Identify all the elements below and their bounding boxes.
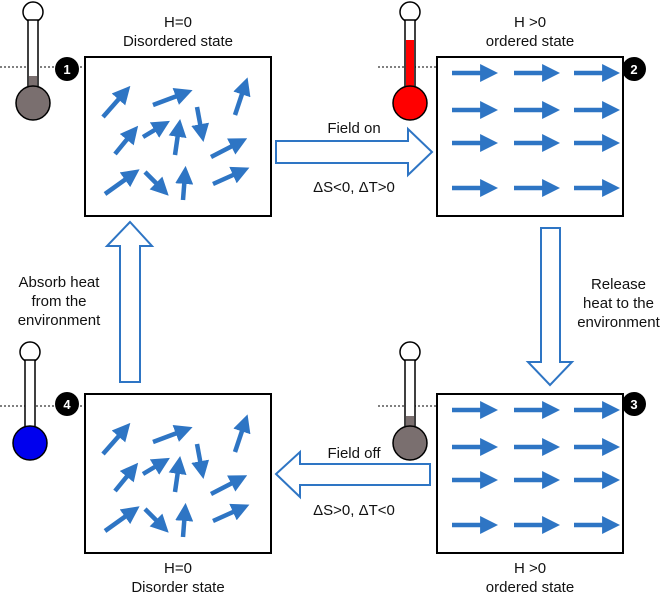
spin-arrows-state-2 — [452, 64, 621, 197]
spin-arrow — [191, 106, 210, 142]
spin-arrow — [143, 170, 169, 196]
spin-arrow — [152, 425, 193, 445]
field-condition: H >0 — [513, 14, 547, 31]
spin-arrow — [191, 443, 210, 479]
spin-arrow — [212, 166, 250, 187]
thermometer-icon — [15, 1, 51, 121]
spin-arrows-state-4 — [101, 414, 251, 538]
state-number: 3 — [630, 397, 637, 412]
field-on-label: Field on — [294, 119, 414, 138]
label-line: environment — [577, 314, 660, 331]
field-condition: H=0 — [164, 560, 192, 577]
spin-arrows-state-3 — [452, 401, 621, 534]
state-description: Disorder state — [131, 579, 225, 596]
label-line: from the — [31, 293, 87, 310]
label-line: environment — [17, 312, 101, 329]
state-number: 4 — [63, 397, 71, 412]
state-number: 2 — [630, 62, 637, 77]
spin-arrow — [141, 120, 170, 139]
spin-arrow — [175, 502, 194, 538]
state-badge-2: 2 — [622, 57, 646, 81]
field-on-arrow — [275, 126, 434, 178]
spin-arrow — [209, 138, 248, 159]
label-line: Release — [590, 276, 647, 293]
spin-arrow — [113, 125, 139, 156]
transition-name: Field on — [327, 120, 381, 137]
state-4-title: H=0 Disorder state — [113, 559, 243, 597]
release-heat-arrow — [525, 227, 575, 387]
spin-arrow — [175, 165, 194, 201]
state-3-title: H >0 ordered state — [465, 559, 595, 597]
state-badge-4: 4 — [55, 392, 79, 416]
thermometer-icon — [12, 341, 48, 461]
absorb-heat-arrow — [104, 220, 155, 383]
state-description: ordered state — [485, 33, 575, 50]
state-description: Disordered state — [122, 33, 234, 50]
spin-arrow — [232, 414, 251, 453]
state-badge-3: 3 — [622, 392, 646, 416]
thermometer-icon — [392, 341, 428, 461]
field-off-arrow — [274, 449, 431, 500]
absorb-heat-label: Absorb heat from the environment — [0, 273, 118, 330]
spin-arrow — [168, 455, 187, 493]
field-condition: H=0 — [164, 14, 192, 31]
spin-arrow — [152, 88, 193, 108]
spin-arrow — [168, 118, 187, 156]
release-heat-label: Release heat to the environment — [566, 275, 671, 332]
spin-arrows-state-1 — [101, 77, 251, 201]
spin-arrow — [103, 506, 140, 533]
state-box-3 — [436, 393, 624, 554]
state-badge-1: 1 — [55, 57, 79, 81]
field-off-effect: ΔS>0, ΔT<0 — [284, 501, 424, 520]
state-2-title: H >0 ordered state — [465, 13, 595, 51]
spin-arrow — [141, 457, 170, 476]
spin-arrow — [101, 422, 131, 456]
spin-arrow — [103, 169, 140, 196]
state-number: 1 — [63, 62, 70, 77]
state-box-2 — [436, 56, 624, 217]
label-line: heat to the — [583, 295, 654, 312]
state-description: ordered state — [485, 579, 575, 596]
entropy-temperature-change: ΔS<0, ΔT>0 — [313, 179, 395, 196]
transition-name: Field off — [327, 445, 381, 462]
field-off-label: Field off — [294, 444, 414, 463]
state-1-title: H=0 Disordered state — [113, 13, 243, 51]
spin-arrow — [143, 507, 169, 533]
field-condition: H >0 — [513, 560, 547, 577]
field-on-effect: ΔS<0, ΔT>0 — [284, 178, 424, 197]
label-line: Absorb heat — [18, 274, 100, 291]
spin-arrow — [209, 475, 248, 496]
spin-arrow — [113, 462, 139, 493]
entropy-temperature-change: ΔS>0, ΔT<0 — [313, 502, 395, 519]
thermometer-icon — [392, 1, 428, 121]
spin-arrow — [232, 77, 251, 116]
spin-arrow — [101, 85, 131, 119]
spin-arrow — [212, 503, 250, 524]
